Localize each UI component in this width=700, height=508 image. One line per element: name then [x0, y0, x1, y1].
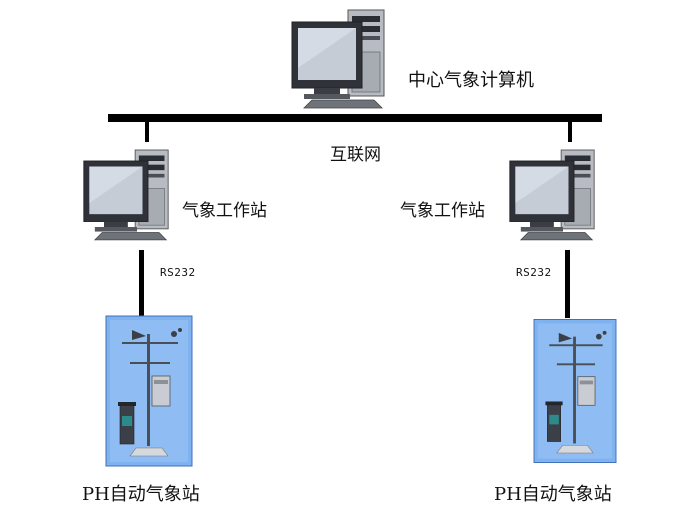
station-left-label: PH自动气象站 — [82, 484, 200, 505]
workstation-left-label: 气象工作站 — [182, 201, 267, 221]
rs232-right-label: RS232 — [516, 266, 552, 279]
network-drop-right — [568, 120, 572, 142]
center-computer-label: 中心气象计算机 — [408, 70, 534, 91]
network-drop-left — [145, 120, 149, 142]
rs232-left-label: RS232 — [160, 266, 196, 279]
workstation-right-label: 气象工作站 — [400, 201, 485, 221]
rs232-link-right — [565, 250, 570, 318]
computer-icon — [291, 9, 385, 109]
rs232-link-left — [139, 250, 144, 318]
station-right-label: PH自动气象站 — [494, 484, 612, 505]
computer-icon — [509, 149, 595, 241]
weather-station-icon — [105, 315, 193, 467]
computer-icon — [83, 149, 169, 241]
network-label: 互联网 — [330, 145, 381, 165]
weather-station-icon — [533, 319, 617, 463]
network-bar — [108, 114, 602, 122]
